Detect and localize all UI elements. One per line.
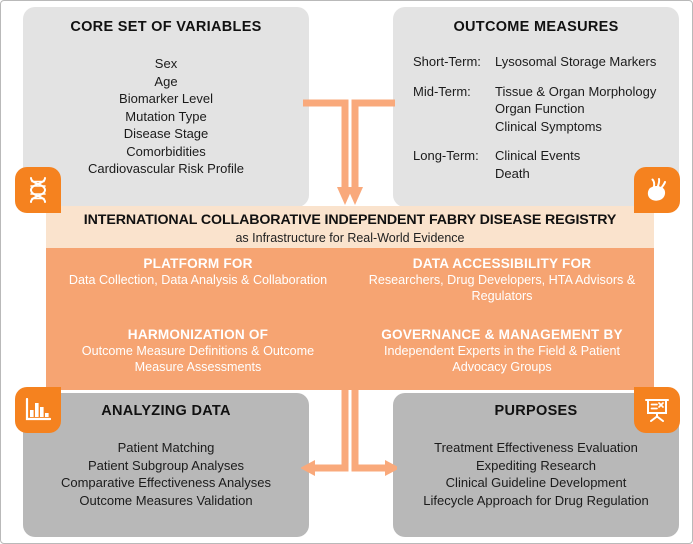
core-variables-list: Sex Age Biomarker Level Mutation Type Di… (23, 55, 309, 178)
outcome-values: Clinical Events Death (495, 147, 580, 182)
cell-heading: HARMONIZATION OF (127, 327, 269, 342)
registry-centre-panel: INTERNATIONAL COLLABORATIVE INDEPENDENT … (46, 206, 654, 390)
outcome-term-label: Short-Term: (413, 54, 481, 69)
cell-lines: Researchers, Drug Developers, HTA Adviso… (368, 273, 636, 303)
arrows-out-of-registry (301, 390, 397, 476)
list-item: Clinical Guideline Development (445, 475, 627, 490)
list-item: Outcome Measures Validation (79, 492, 253, 508)
list-item: Death (495, 165, 530, 181)
list-item: Biomarker Level (119, 91, 213, 106)
cell-lines: Independent Experts in the Field & Patie… (384, 344, 620, 374)
registry-cell-platform: PLATFORM FOR Data Collection, Data Analy… (46, 248, 350, 319)
heart-icon-badge (634, 167, 680, 213)
analyzing-data-list: Patient Matching Patient Subgroup Analys… (23, 439, 309, 509)
outcome-term-label: Long-Term: (413, 148, 479, 163)
presentation-board-icon-badge (634, 387, 680, 433)
list-item: Mutation Type (125, 108, 207, 124)
panel-title-core: CORE SET OF VARIABLES (70, 19, 262, 35)
list-item: Comorbidities (126, 143, 206, 159)
cell-lines: Outcome Measure Definitions & Outcome Me… (81, 344, 315, 374)
outcome-row-long-term: Long-Term: Clinical Events Death (413, 147, 679, 182)
cell-heading: PLATFORM FOR (143, 256, 253, 271)
list-item: Patient Matching (117, 440, 215, 455)
registry-cell-governance: GOVERNANCE & MANAGEMENT BY Independent E… (350, 319, 654, 390)
bar-chart-icon (25, 398, 51, 421)
panel-core-set-of-variables: CORE SET OF VARIABLES Sex Age Biomarker … (23, 7, 309, 207)
outcome-row-short-term: Short-Term: Lysosomal Storage Markers (413, 53, 679, 71)
arrows-into-registry (303, 99, 395, 205)
panel-analyzing-data: ANALYZING DATA Patient Matching Patient … (23, 393, 309, 537)
registry-cell-data-accessibility: DATA ACCESSIBILITY FOR Researchers, Drug… (350, 248, 654, 319)
heart-icon (647, 178, 666, 201)
list-item: Expediting Research (476, 457, 596, 473)
outcome-row-mid-term: Mid-Term: Tissue & Organ Morphology Orga… (413, 83, 679, 136)
panel-title-purposes: PURPOSES (494, 403, 578, 419)
list-item: Disease Stage (123, 126, 209, 141)
cell-lines: Data Collection, Data Analysis & Collabo… (68, 273, 328, 287)
outcome-values: Lysosomal Storage Markers (495, 53, 656, 71)
panel-outcome-measures: OUTCOME MEASURES Short-Term: Lysosomal S… (393, 7, 679, 207)
list-item: Patient Subgroup Analyses (87, 457, 245, 473)
bar-chart-icon-badge (15, 387, 61, 433)
list-item: Lysosomal Storage Markers (495, 54, 657, 69)
outcome-measures-list: Short-Term: Lysosomal Storage Markers Mi… (393, 53, 679, 182)
list-item: Cardiovascular Risk Profile (87, 161, 245, 176)
registry-header: INTERNATIONAL COLLABORATIVE INDEPENDENT … (46, 206, 654, 248)
list-item: Clinical Symptoms (495, 118, 602, 134)
registry-title: INTERNATIONAL COLLABORATIVE INDEPENDENT … (83, 212, 617, 228)
panel-title-analyzing: ANALYZING DATA (101, 403, 231, 419)
dna-icon (29, 177, 47, 203)
registry-subtitle: as Infrastructure for Real-World Evidenc… (235, 231, 465, 245)
registry-cell-harmonization: HARMONIZATION OF Outcome Measure Definit… (46, 319, 350, 390)
panel-purposes: PURPOSES Treatment Effectiveness Evaluat… (393, 393, 679, 537)
list-item: Tissue & Organ Morphology (495, 83, 657, 99)
list-item: Clinical Events (495, 148, 581, 163)
dna-icon-badge (15, 167, 61, 213)
purposes-list: Treatment Effectiveness Evaluation Exped… (393, 439, 679, 509)
list-item: Treatment Effectiveness Evaluation (434, 440, 638, 455)
outcome-values: Tissue & Organ Morphology Organ Function… (495, 83, 656, 136)
list-item: Organ Function (495, 101, 585, 116)
panel-title-outcome: OUTCOME MEASURES (453, 19, 619, 35)
list-item: Sex (154, 56, 178, 71)
cell-heading: DATA ACCESSIBILITY FOR (412, 256, 592, 271)
list-item: Age (154, 73, 178, 89)
outcome-term-label: Mid-Term: (413, 83, 471, 99)
list-item: Lifecycle Approach for Drug Regulation (423, 492, 649, 508)
cell-heading: GOVERNANCE & MANAGEMENT BY (381, 327, 623, 342)
registry-body: PLATFORM FOR Data Collection, Data Analy… (46, 248, 654, 390)
list-item: Comparative Effectiveness Analyses (60, 475, 272, 490)
presentation-board-icon (645, 399, 669, 422)
